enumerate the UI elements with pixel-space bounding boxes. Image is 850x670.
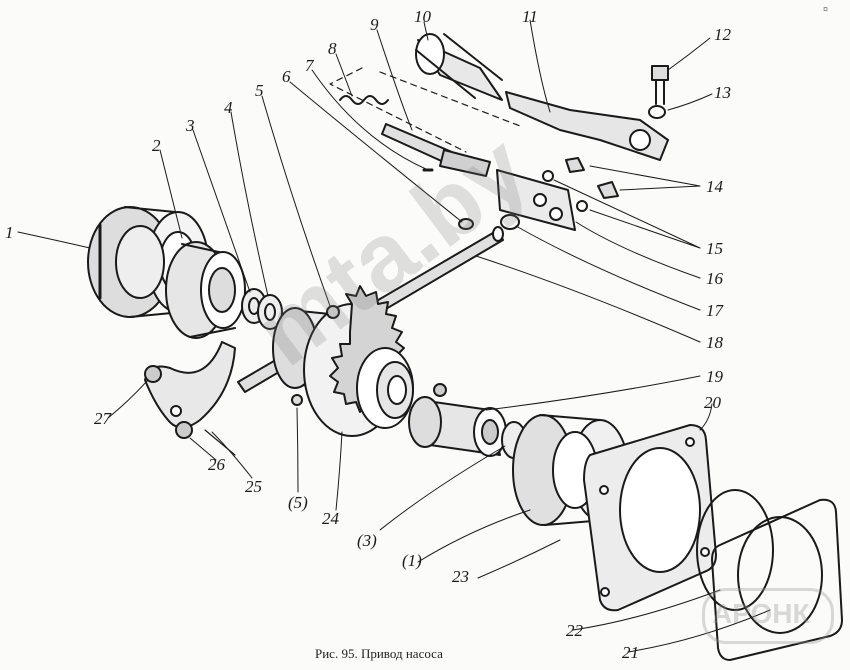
callout-4: 4 — [224, 98, 233, 117]
callout-19: 19 — [706, 367, 723, 386]
callout-2: 2 — [152, 136, 161, 155]
bolt-12 — [651, 65, 669, 105]
callout-3: 3 — [186, 116, 195, 135]
callout-5: 5 — [255, 81, 264, 100]
gasket-21 — [711, 498, 843, 661]
washer-15 — [542, 170, 554, 182]
bushing-2 — [165, 241, 246, 339]
callout-23: 23 — [452, 567, 469, 586]
callout-1: 1 — [5, 223, 14, 242]
tube-10 — [415, 33, 503, 101]
coupling-19 — [408, 383, 507, 457]
washers-3-4 — [241, 288, 283, 330]
pin-5-copy — [291, 394, 303, 406]
washer-17 — [500, 214, 520, 230]
callout-18: 18 — [706, 333, 723, 352]
callout-8: 8 — [328, 39, 337, 58]
bolt-14 — [565, 157, 585, 173]
callout-9: 9 — [370, 15, 379, 34]
callout-1-paren: (1) — [402, 551, 422, 570]
callout-12: 12 — [714, 25, 731, 44]
callout-27: 27 — [94, 409, 111, 428]
callout-10: 10 — [414, 7, 431, 26]
flange-20 — [583, 424, 717, 612]
callout-14: 14 — [706, 177, 723, 196]
callout-6: 6 — [282, 67, 291, 86]
callout-13: 13 — [714, 83, 731, 102]
leader-lines — [17, 19, 771, 653]
callout-24: 24 — [322, 509, 339, 528]
figure-caption: Рис. 95. Привод насоса — [315, 646, 443, 661]
callout-15: 15 — [706, 239, 723, 258]
corner-mark: ¤ — [823, 4, 829, 14]
callout-20: 20 — [704, 393, 721, 412]
callout-16: 16 — [706, 269, 723, 288]
pin-5 — [326, 305, 340, 319]
watermark-logo — [702, 588, 834, 644]
plate-16 — [496, 169, 576, 231]
callout-25: 25 — [245, 477, 262, 496]
callout-3-paren: (3) — [357, 531, 377, 550]
washer-13 — [648, 105, 666, 119]
callout-5-paren: (5) — [288, 493, 308, 512]
spring-8 — [339, 95, 389, 105]
callout-7: 7 — [305, 56, 314, 75]
lever-11 — [505, 91, 669, 161]
watermark-logo-text: АРОНК — [712, 598, 810, 629]
ring-22 — [696, 489, 774, 611]
callout-26: 26 — [208, 455, 225, 474]
callout-17: 17 — [706, 301, 723, 320]
gear-24 — [272, 285, 414, 437]
callout-21: 21 — [622, 643, 639, 662]
callout-22: 22 — [566, 621, 583, 640]
callout-11: 11 — [522, 7, 538, 26]
